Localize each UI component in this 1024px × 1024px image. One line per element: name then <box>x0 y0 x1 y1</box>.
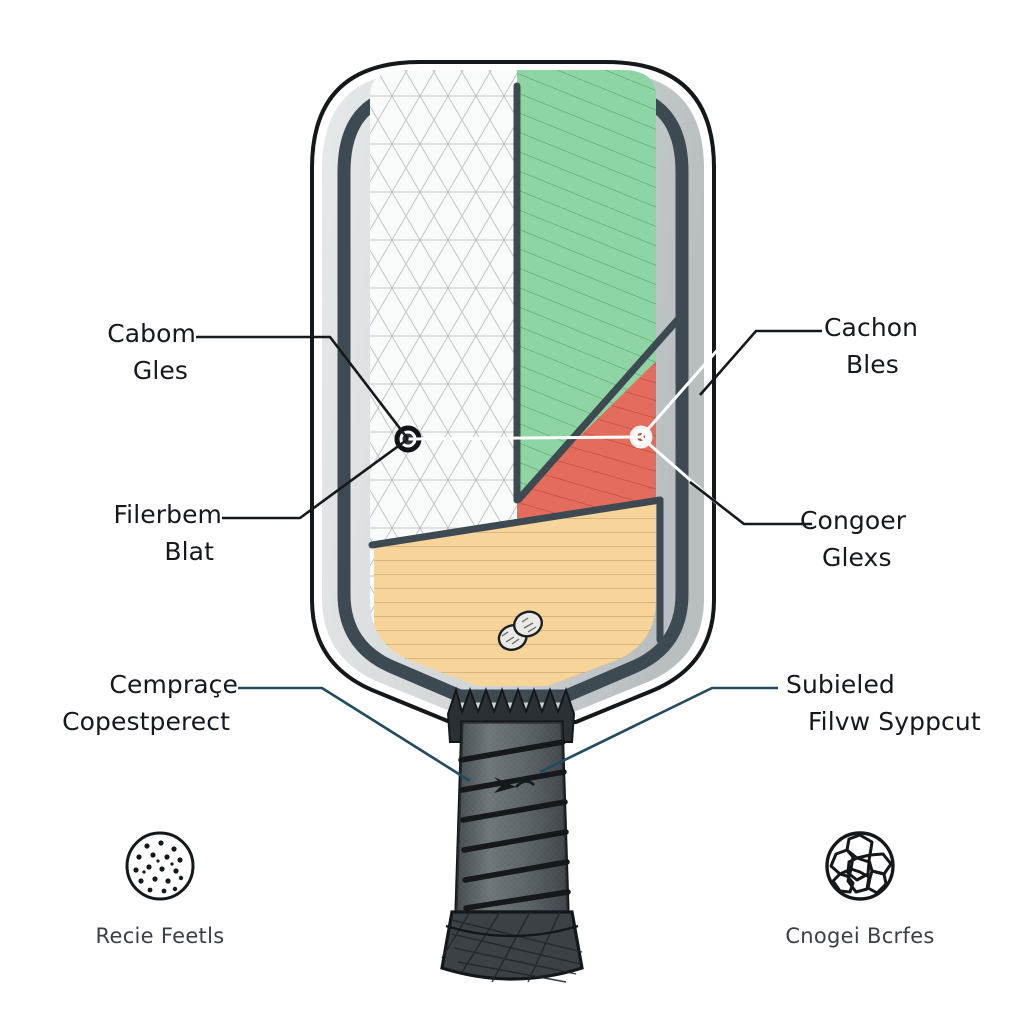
callout-mid-right-line2: Glexs <box>822 542 892 572</box>
grip-butt-cap <box>440 910 584 983</box>
callout-mid-left-line2: Blat <box>164 536 214 566</box>
leader-line-mid-left <box>222 437 409 520</box>
callout-mid-left: Filerbem Blat <box>18 497 222 570</box>
callout-mid-right-line1: Congoer <box>800 506 907 535</box>
leader-line-top-right <box>699 329 822 396</box>
grip-wrap-bands <box>458 739 571 911</box>
honeycomb-ball-icon <box>825 831 895 901</box>
callout-top-right-line1: Cachon <box>824 313 919 342</box>
face-panel-green <box>517 70 656 498</box>
callout-top-right: Cachon Bles <box>824 310 918 383</box>
callout-top-left-line2: Gles <box>132 355 188 385</box>
legend-right-caption: Cnogei Bcrfes <box>785 924 935 948</box>
callout-mid-left-line1: Filerbem <box>113 500 222 529</box>
callout-grip-right-line2: Filvw Syppcut <box>808 706 981 736</box>
callout-grip-left-line1: Cempraçe <box>109 670 238 699</box>
callout-grip-left-line2: Copestperect <box>62 706 230 736</box>
callout-top-left-line1: Cabom <box>107 319 196 348</box>
callout-mid-right: Congoer Glexs <box>800 503 906 576</box>
legend-left: Recie Feetls <box>45 826 275 948</box>
paddle-emblem <box>497 610 543 651</box>
callout-grip-left: Cempraçe Copestperect <box>0 667 238 740</box>
grip-logo-icon <box>494 777 535 793</box>
callout-grip-right-line1: Subieled <box>786 670 895 699</box>
legend-right: Cnogei Bcrfes <box>745 826 975 948</box>
face-panel-orange <box>374 500 656 686</box>
callout-top-right-line2: Bles <box>846 349 899 379</box>
callout-grip-right: Subieled Filvw Syppcut <box>786 667 981 740</box>
leader-line-grip-left <box>238 686 471 783</box>
perforated-ball-icon <box>125 831 195 901</box>
leader-line-top-left <box>196 335 410 440</box>
callout-top-left: Cabom Gles <box>18 316 196 389</box>
face-panel-dividers <box>368 82 685 644</box>
leader-line-grip-right <box>539 686 778 774</box>
leader-line-mid-right <box>689 480 812 526</box>
legend-left-caption: Recie Feetls <box>95 924 225 948</box>
